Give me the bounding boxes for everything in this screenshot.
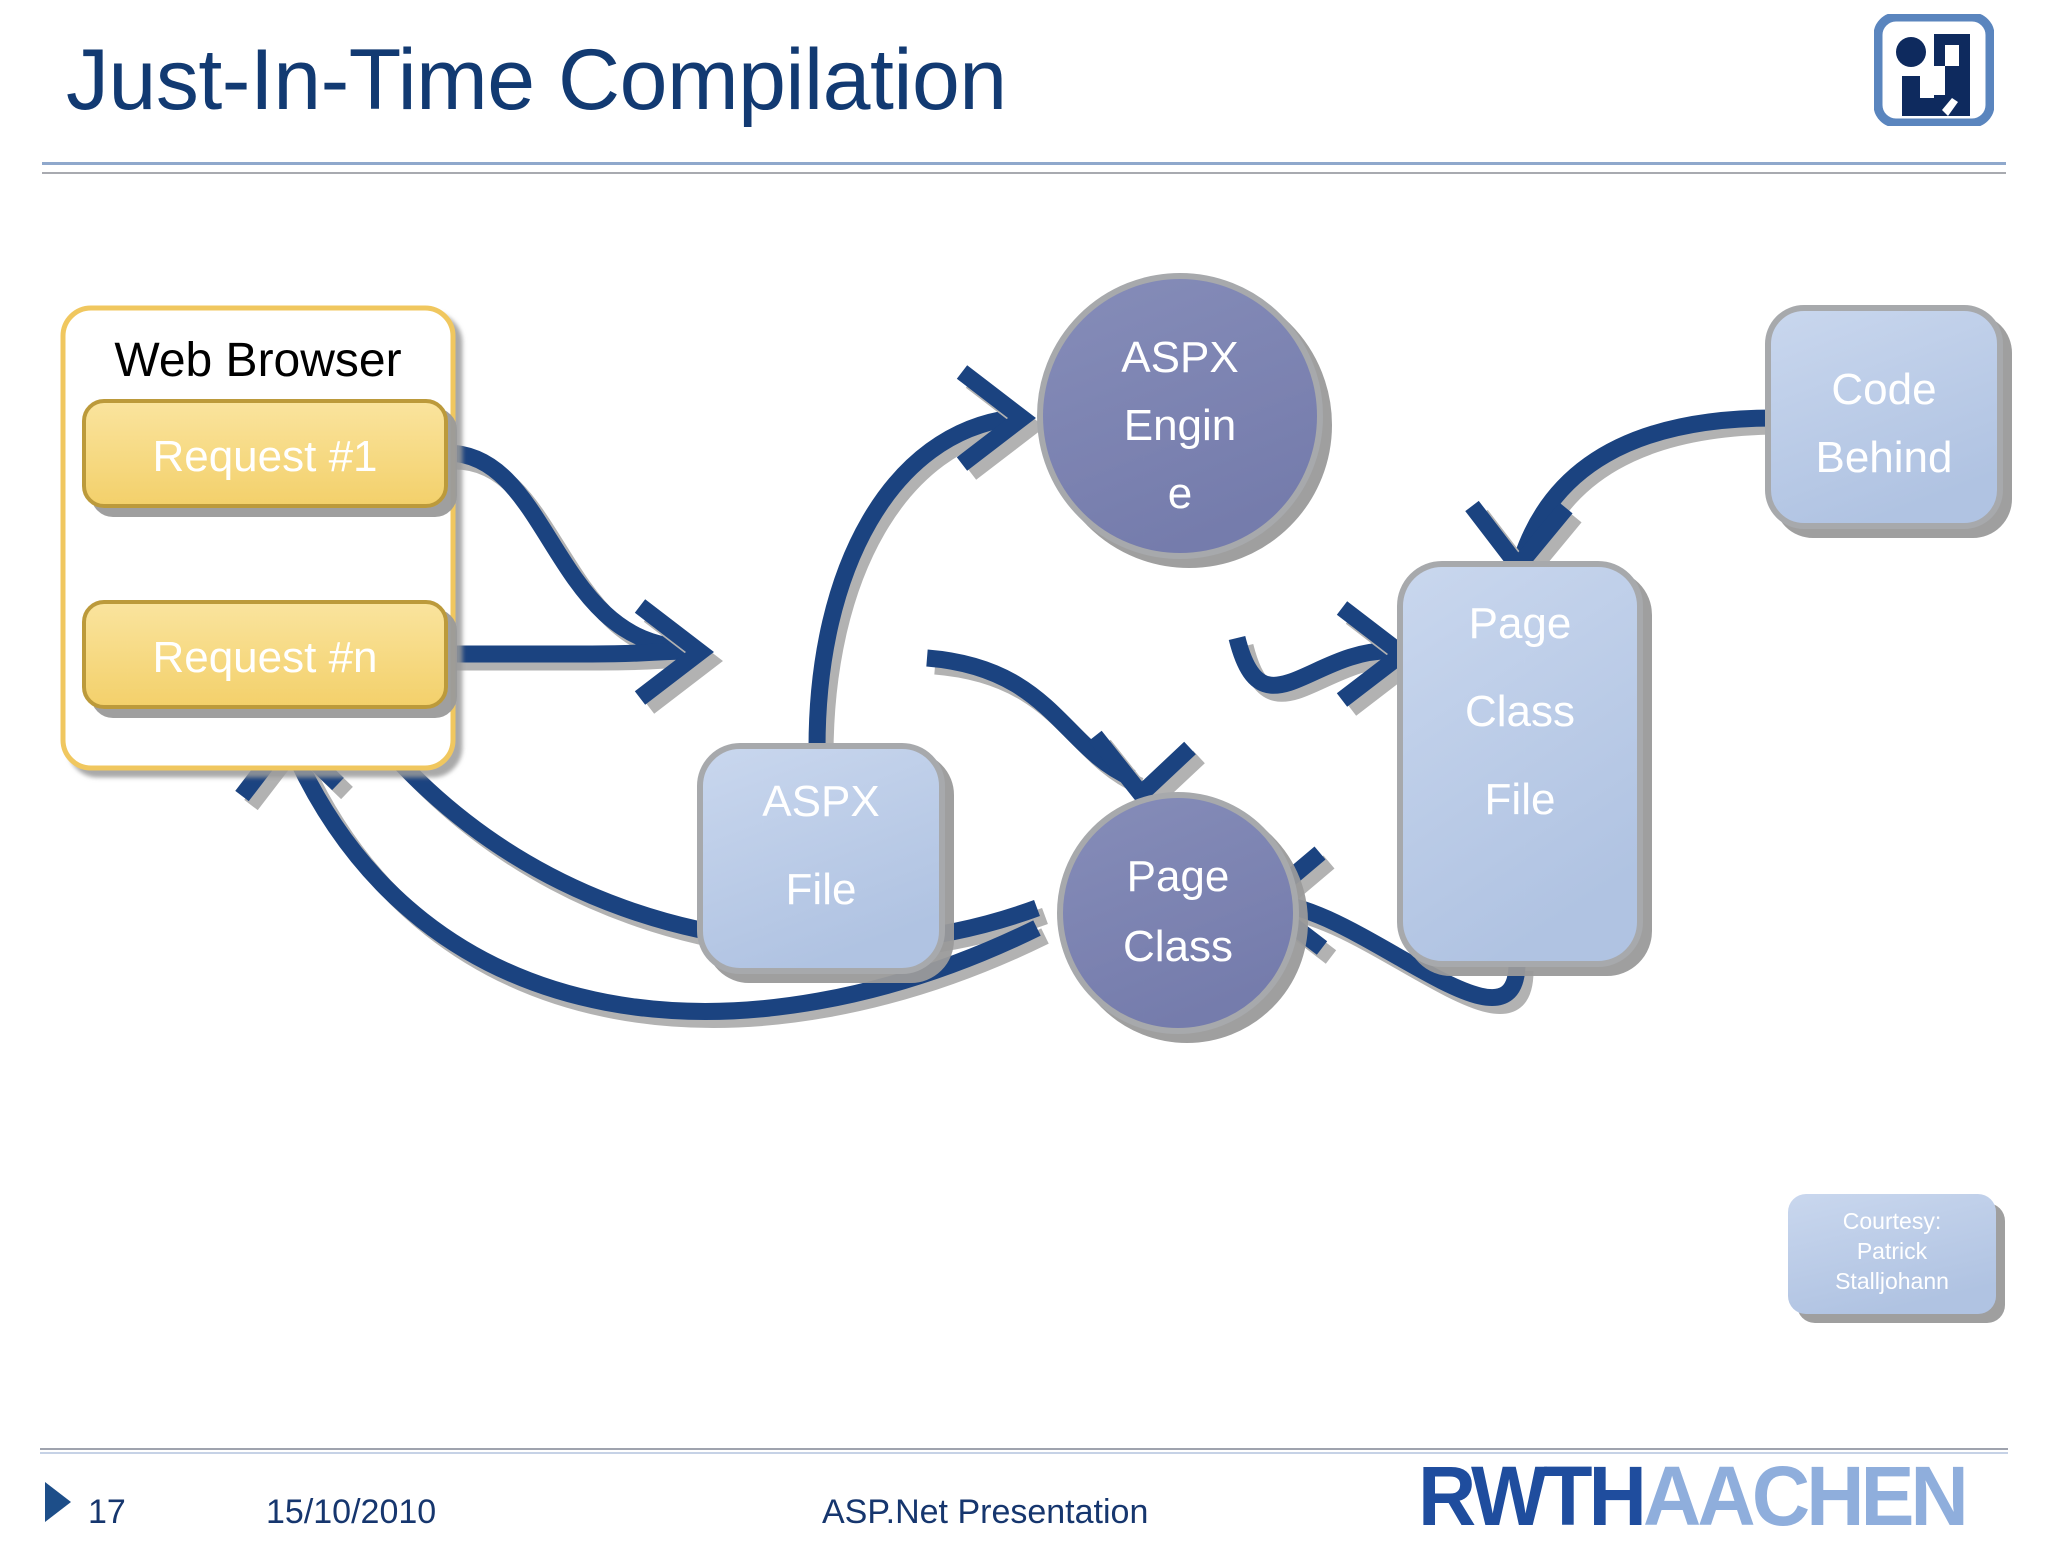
footer-bullet-triangle-icon <box>45 1482 71 1522</box>
request-1-node[interactable]: Request #1 <box>82 399 448 508</box>
rwth-logo-secondary: AACHEN <box>1643 1449 1969 1543</box>
page-class-file-node[interactable]: Page Class File <box>1397 561 1643 967</box>
page-class-node[interactable]: Page Class <box>1057 792 1299 1034</box>
code-behind-label-line2: Behind <box>1815 433 1952 482</box>
presentation-date: 15/10/2010 <box>266 1493 437 1531</box>
edge-aspx-file-to-engine <box>808 409 1014 749</box>
aspx-engine-label-line1: ASPX <box>1121 333 1238 382</box>
header-divider-gray <box>42 172 2006 174</box>
slide-footer: 17 15/10/2010 ASP.Net Presentation RWTHA… <box>0 1440 2048 1538</box>
aspx-engine-label-line3: e <box>1168 469 1192 518</box>
edge-engine-to-page-class-file <box>1228 635 1393 694</box>
page-class-file-label-line1: Page <box>1469 599 1572 648</box>
request-1-label: Request #1 <box>152 432 377 481</box>
aspx-engine-label-line2: Engin <box>1124 401 1237 450</box>
courtesy-box-bg <box>1788 1194 1996 1314</box>
aspx-file-box[interactable] <box>697 743 945 974</box>
code-behind-box[interactable] <box>1765 305 2003 529</box>
aspx-engine-circle[interactable] <box>1037 273 1323 559</box>
courtesy-box: Courtesy: Patrick Stalljohann <box>1788 1194 1996 1314</box>
request-n-node[interactable]: Request #n <box>82 600 448 709</box>
page-number: 17 <box>88 1493 126 1531</box>
aspx-file-label-line1: ASPX <box>762 777 879 826</box>
request-n-box[interactable] <box>82 600 448 709</box>
header-divider-blue <box>42 162 2006 165</box>
edge-code-behind-to-page-class-file <box>1513 409 1775 561</box>
i9-logo-icon <box>1874 14 1994 126</box>
web-browser-label: Web Browser <box>114 334 401 387</box>
edge-page-class-file-to-page-class <box>1266 894 1526 1007</box>
web-browser-group[interactable]: Web Browser Request #1 Request #n <box>60 305 456 771</box>
aspx-file-node[interactable]: ASPX File <box>697 743 945 974</box>
footer-divider-gray <box>40 1448 2008 1450</box>
footer-divider-blue <box>40 1452 2008 1454</box>
rwth-aachen-logo: RWTHAACHEN <box>1418 1454 1969 1538</box>
edge-page-class-to-requestn <box>282 739 1041 1020</box>
code-behind-label-line1: Code <box>1831 365 1936 414</box>
page-title: Just-In-Time Compilation <box>66 32 1007 128</box>
presentation-subject: ASP.Net Presentation <box>822 1493 1149 1531</box>
page-class-label-line1: Page <box>1127 852 1230 901</box>
page-class-file-box[interactable] <box>1397 561 1643 967</box>
page-class-circle[interactable] <box>1057 792 1299 1034</box>
jit-compilation-diagram: Web Browser Request #1 Request #n ASPX F… <box>60 273 2003 1314</box>
page-class-label-line2: Class <box>1123 922 1233 971</box>
aspx-file-label-line2: File <box>786 865 857 914</box>
page-class-file-label-line2: Class <box>1465 687 1575 736</box>
courtesy-line-1: Courtesy: <box>1843 1208 1941 1234</box>
code-behind-node[interactable]: Code Behind <box>1765 305 2003 529</box>
courtesy-line-3: Stalljohann <box>1835 1268 1949 1294</box>
request-1-box[interactable] <box>82 399 448 508</box>
courtesy-line-2: Patrick <box>1857 1238 1928 1264</box>
rwth-logo-primary: RWTH <box>1418 1449 1647 1543</box>
slide-header: Just-In-Time Compilation <box>0 0 2048 176</box>
aspx-engine-node[interactable]: ASPX Engin e <box>1037 273 1323 559</box>
edge-requestn-to-aspx-file <box>447 642 693 663</box>
request-n-label: Request #n <box>152 633 377 682</box>
page-class-file-label-line3: File <box>1485 775 1556 824</box>
edge-request1-to-aspx-file <box>446 444 693 657</box>
